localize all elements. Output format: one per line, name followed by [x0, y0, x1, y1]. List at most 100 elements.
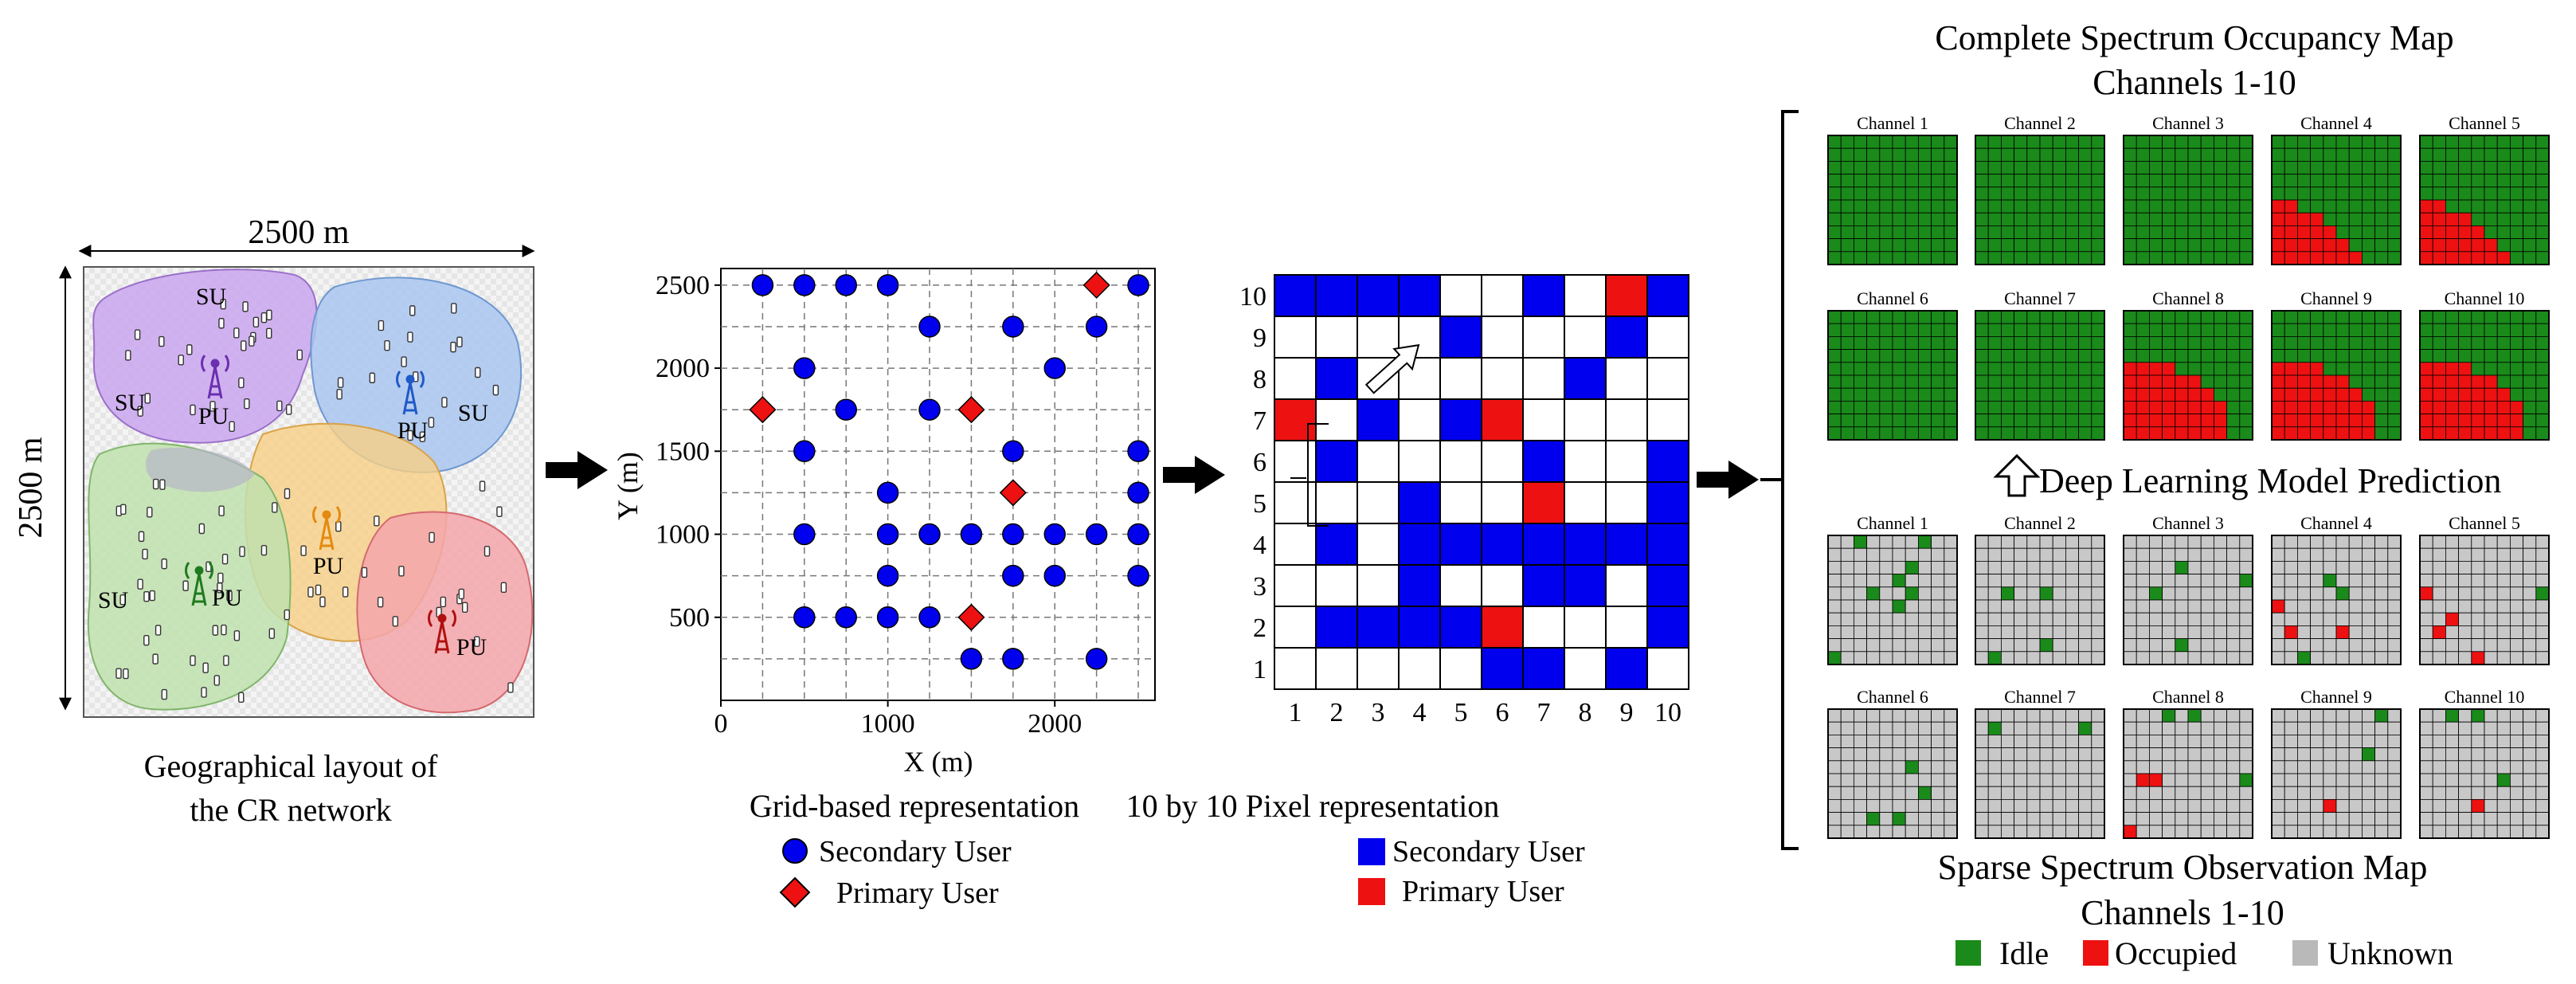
- map-cell: [2213, 612, 2227, 626]
- row-label: 9: [1253, 323, 1266, 353]
- map-cell: [2271, 651, 2285, 665]
- device-icon: [244, 398, 250, 410]
- device-icon: [149, 590, 155, 602]
- map-cell: [1827, 238, 1842, 253]
- map-cell: [1975, 212, 1989, 226]
- map-cell: [2078, 426, 2093, 441]
- map-cell: [1879, 199, 1893, 214]
- map-cell: [2187, 786, 2202, 800]
- map-cell: [1840, 414, 1854, 428]
- device-icon: [479, 480, 486, 492]
- map-cell: [2523, 612, 2537, 626]
- map-cell: [2162, 638, 2176, 653]
- map-cell: [2123, 773, 2137, 787]
- map-cell: [2374, 574, 2389, 588]
- map-cell: [2471, 574, 2485, 588]
- map-cell: [2213, 586, 2227, 601]
- zone-label: PU: [313, 553, 344, 579]
- legend-idle-label: Idle: [1999, 935, 2049, 971]
- map-cell: [2323, 186, 2337, 201]
- map-cell: [2187, 374, 2202, 389]
- channel-map: Channel 5: [2419, 513, 2550, 665]
- map-cell: [2039, 773, 2053, 787]
- map-cell: [2323, 574, 2337, 588]
- map-cell: [2523, 708, 2537, 723]
- map-cell: [2162, 625, 2176, 640]
- map-cell: [2039, 135, 2053, 149]
- map-cell: [1917, 414, 1932, 428]
- map-cell: [2162, 387, 2176, 402]
- map-cell: [1879, 638, 1893, 653]
- secondary-user-point: [835, 606, 857, 629]
- map-cell: [2348, 799, 2363, 813]
- map-cell: [2123, 212, 2137, 226]
- map-cell: [2014, 708, 2028, 723]
- map-cell: [2458, 414, 2472, 428]
- map-cell: [2296, 651, 2311, 665]
- map-cell: [1931, 812, 1945, 826]
- map-border: [2271, 708, 2402, 839]
- map-cell: [2271, 199, 2285, 214]
- map-cell: [2187, 323, 2202, 337]
- map-cell: [2039, 638, 2053, 653]
- map-cell: [1879, 186, 1893, 201]
- map-cell: [1879, 547, 1893, 562]
- map-cell: [2200, 735, 2214, 749]
- map-cell: [2078, 335, 2093, 350]
- map-cell: [2419, 335, 2433, 350]
- pixel-cell: [1398, 647, 1441, 690]
- pixel-cell: [1646, 274, 1689, 317]
- map-cell: [2239, 400, 2253, 414]
- map-cell: [2091, 414, 2105, 428]
- map-cell: [2175, 212, 2189, 226]
- map-cell: [2535, 310, 2550, 324]
- map-cell: [2484, 735, 2498, 749]
- map-cell: [2014, 199, 2028, 214]
- map-cell: [2496, 212, 2511, 226]
- channel-title: Channel 10: [2445, 288, 2525, 308]
- pixel-cell: [1439, 523, 1482, 566]
- map-border: [1827, 135, 1958, 265]
- map-cell: [2213, 651, 2227, 665]
- map-cell: [2348, 335, 2363, 350]
- map-cell: [2200, 786, 2214, 800]
- map-cell: [2335, 625, 2350, 640]
- map-cell: [2091, 708, 2105, 723]
- channel-map: Channel 10: [2419, 687, 2550, 839]
- map-cell: [2523, 174, 2537, 188]
- map-cell: [2065, 547, 2079, 562]
- device-icon: [143, 634, 150, 646]
- map-cell: [2162, 147, 2176, 162]
- map-cell: [2509, 160, 2523, 174]
- map-cell: [2000, 374, 2014, 389]
- map-cell: [2187, 561, 2202, 575]
- map-cell: [1853, 708, 1867, 723]
- map-cell: [2213, 251, 2227, 265]
- map-cell: [2484, 212, 2498, 226]
- map-cell: [2175, 335, 2189, 350]
- pixel-cell: [1398, 274, 1441, 317]
- map-cell: [2136, 721, 2150, 735]
- map-cell: [2323, 599, 2337, 614]
- map-cell: [2348, 760, 2363, 774]
- map-cell: [2187, 625, 2202, 640]
- map-border: [1975, 135, 2105, 265]
- map-cell: [1987, 747, 2002, 762]
- map-cell: [1879, 561, 1893, 575]
- map-cell: [2484, 773, 2498, 787]
- map-cell: [2039, 160, 2053, 174]
- plot-area: [720, 268, 1156, 701]
- map-cell: [2226, 721, 2241, 735]
- map-cell: [2361, 799, 2375, 813]
- map-cell: [2148, 335, 2163, 350]
- map-cell: [2078, 310, 2093, 324]
- map-cell: [2335, 535, 2350, 549]
- map-cell: [2509, 199, 2523, 214]
- map-cell: [1944, 574, 1958, 588]
- row-label: 1: [1253, 655, 1266, 684]
- map-cell: [1987, 708, 2002, 723]
- map-cell: [1917, 174, 1932, 188]
- map-cell: [2271, 349, 2285, 363]
- map-cell: [2123, 547, 2137, 562]
- map-cell: [1827, 251, 1842, 265]
